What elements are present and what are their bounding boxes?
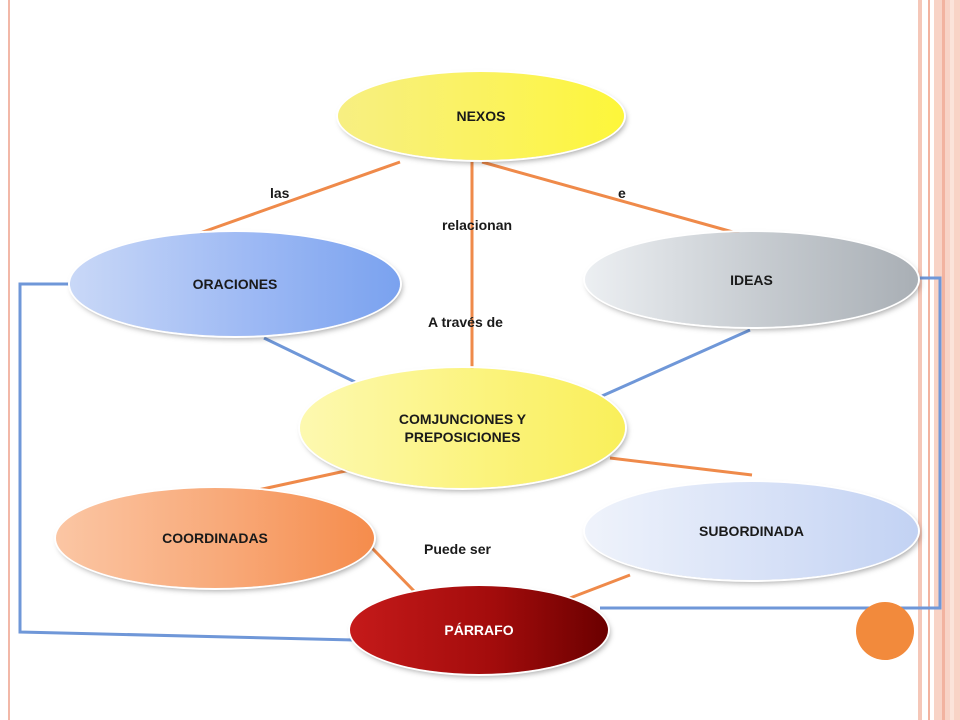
node-oraciones-label: ORACIONES	[192, 276, 278, 292]
node-ideas-label: IDEAS	[730, 271, 773, 288]
slide-right-stripe	[918, 0, 922, 720]
connector-nexos-ideas	[481, 160, 741, 236]
connector-oraciones-parrafo-bracket	[18, 282, 355, 642]
connector-subordinada-parrafo	[569, 573, 631, 600]
node-subordinada-label: SUBORDINADA	[699, 523, 804, 539]
edge-label-las: las	[270, 185, 290, 201]
slide-right-stripe	[928, 0, 930, 720]
connector-oraciones-conjunciones	[263, 336, 356, 384]
node-parrafo-label: PÁRRAFO	[444, 622, 514, 638]
node-ideas: IDEAS	[585, 232, 918, 327]
node-subordinada: SUBORDINADA	[585, 482, 918, 580]
slide-right-band	[934, 0, 960, 720]
slide-right-stripe	[942, 0, 945, 720]
connector-conjunciones-coordinadas	[257, 468, 351, 492]
slide-right-stripe	[950, 0, 954, 720]
edge-label-e: e	[618, 185, 626, 201]
node-nexos: NEXOS	[338, 72, 624, 160]
edge-label-a-traves-de: A través de	[428, 314, 503, 330]
node-nexos-label: NEXOS	[456, 108, 506, 124]
edge-label-relacionan: relacionan	[442, 217, 513, 233]
connector-coordinadas-parrafo	[370, 546, 417, 594]
node-conjunciones-label: COMJUNCIONES Y PREPOSICIONES	[398, 411, 527, 445]
decorative-circle	[856, 602, 914, 660]
node-coordinadas: COORDINADAS	[56, 488, 374, 588]
connector-nexos-oraciones	[199, 160, 401, 235]
slide-left-border	[8, 0, 10, 720]
node-conjunciones: COMJUNCIONES Y PREPOSICIONES	[300, 368, 625, 488]
node-parrafo: PÁRRAFO	[350, 586, 608, 674]
connector-ideas-parrafo-bracket	[600, 276, 942, 610]
connector-ideas-conjunciones	[601, 328, 751, 398]
connector-conjunciones-subordinada	[609, 456, 753, 477]
edge-label-puede-ser: Puede ser	[424, 541, 491, 557]
node-oraciones: ORACIONES	[70, 232, 400, 336]
node-coordinadas-label: COORDINADAS	[162, 530, 268, 546]
